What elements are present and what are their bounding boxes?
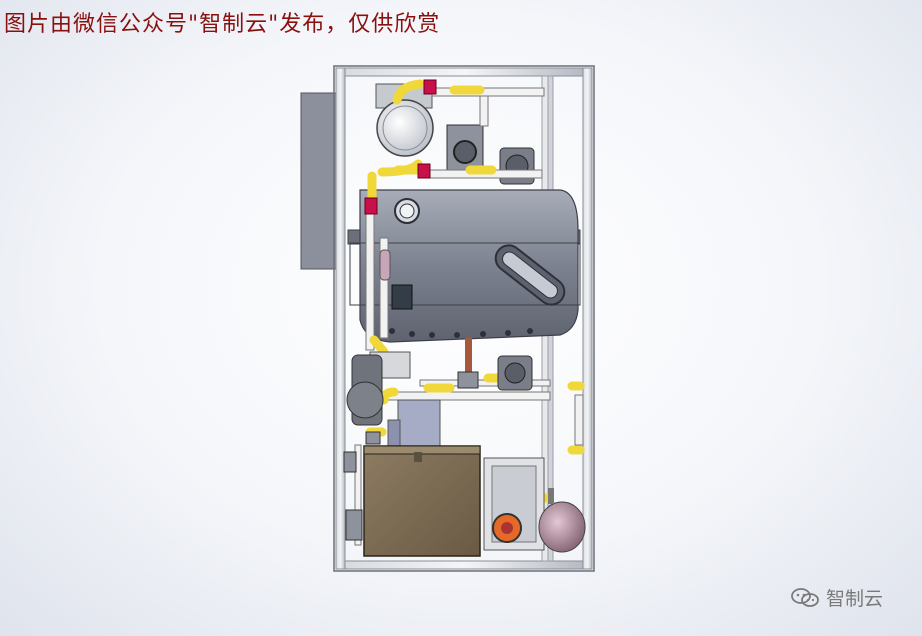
control-box bbox=[363, 445, 481, 557]
side-panel bbox=[300, 92, 338, 270]
pump-column bbox=[387, 399, 441, 447]
caption-title: 图片由微信公众号"智制云"发布，仅供欣赏 bbox=[4, 12, 441, 37]
watermark-text: 智制云 bbox=[826, 588, 884, 610]
watermark: 智制云 bbox=[790, 584, 883, 611]
left-fittings bbox=[343, 431, 381, 541]
motor-middle bbox=[457, 355, 533, 391]
wechat-icon bbox=[791, 587, 819, 607]
red-fittings bbox=[364, 79, 437, 215]
pressure-tank bbox=[347, 189, 581, 372]
orange-heater bbox=[492, 513, 522, 543]
valve-stack-left bbox=[346, 249, 413, 426]
pink-expansion-tank bbox=[538, 488, 586, 553]
